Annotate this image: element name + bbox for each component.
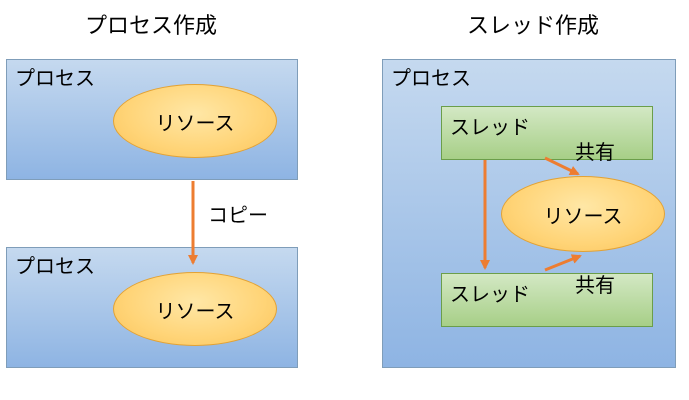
thread-label: スレッド <box>450 282 530 306</box>
share-label-bottom: 共有 <box>575 273 615 297</box>
process-label: プロセス <box>15 66 95 90</box>
process-label: プロセス <box>391 66 471 90</box>
resource-ellipse: リソース <box>501 176 665 252</box>
process-label: プロセス <box>15 254 95 278</box>
process-box-top: プロセス リソース <box>6 59 298 180</box>
resource-ellipse: リソース <box>113 272 277 346</box>
resource-ellipse: リソース <box>113 84 277 158</box>
thread-box-bottom: スレッド <box>441 273 653 327</box>
process-box-right: プロセス スレッド スレッド リソース <box>382 59 676 368</box>
share-label-top: 共有 <box>575 140 615 164</box>
process-box-bottom: プロセス リソース <box>6 247 298 368</box>
right-title: スレッド作成 <box>467 14 600 39</box>
copy-label: コピー <box>208 203 268 227</box>
left-title: プロセス作成 <box>85 14 218 39</box>
thread-label: スレッド <box>450 115 530 139</box>
thread-box-top: スレッド <box>441 106 653 160</box>
